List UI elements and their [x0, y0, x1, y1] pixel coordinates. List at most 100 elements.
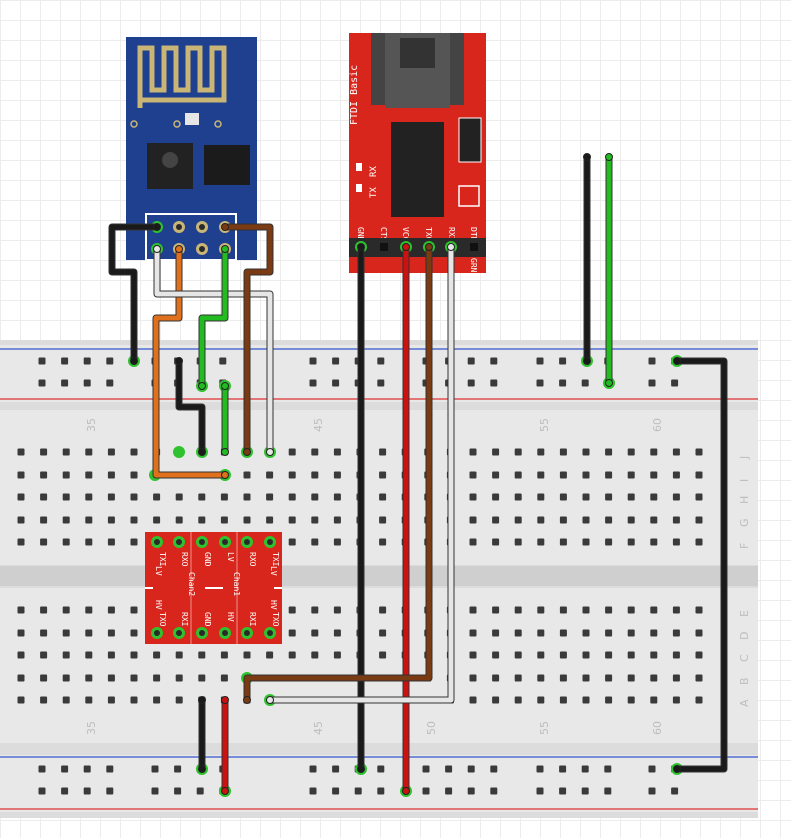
breadboard-hole [492, 471, 500, 479]
breadboard-hole [288, 651, 296, 659]
rail-hole [38, 787, 46, 795]
wire-end [175, 357, 183, 365]
breadboard-hole [605, 516, 613, 524]
rail-hole [332, 357, 340, 365]
ftdi-led-icon [356, 163, 362, 171]
breadboard-hole [62, 538, 70, 546]
breadboard-hole [605, 629, 613, 637]
breadboard-hole [514, 674, 522, 682]
breadboard-hole [379, 471, 387, 479]
ls-bottom-label: RXI [248, 612, 257, 627]
breadboard-hole [288, 493, 296, 501]
rail-hole [377, 765, 385, 773]
breadboard-hole [266, 493, 274, 501]
rail-hole [467, 379, 475, 387]
ftdi-pin-label: GND [356, 227, 365, 242]
ftdi-pin-label: CTS [379, 227, 388, 242]
breadboard-hole [469, 516, 477, 524]
breadboard-hole [333, 516, 341, 524]
brown-wire [244, 244, 432, 703]
breadboard-hole [582, 448, 590, 456]
breadboard-hole [17, 606, 25, 614]
breadboard-hole [85, 629, 93, 637]
breadboard-hole [537, 674, 545, 682]
rail-hole [83, 787, 91, 795]
breadboard-hole [40, 696, 48, 704]
breadboard-hole [514, 629, 522, 637]
breadboard-hole [559, 516, 567, 524]
breadboard-hole [333, 493, 341, 501]
rail-hole [38, 379, 46, 387]
breadboard-hole [198, 493, 206, 501]
breadboard-hole [492, 696, 500, 704]
breadboard-hole [130, 471, 138, 479]
breadboard-hole [650, 516, 658, 524]
breadboard-hole [85, 516, 93, 524]
ls-bottom-label: HV [226, 612, 235, 622]
black-wire [109, 224, 160, 364]
col-number: 35 [85, 721, 98, 735]
rail-hole [332, 787, 340, 795]
wire-end [243, 696, 251, 704]
breadboard: 35 45 55 60 35 45 50 55 60 J I H G F E D… [0, 340, 758, 818]
breadboard-hole [695, 629, 703, 637]
wire-end [583, 153, 591, 161]
wire-end [266, 696, 274, 704]
rail-hole [61, 357, 69, 365]
wire-end [175, 245, 183, 253]
rail-hole [106, 379, 114, 387]
col-number: 45 [312, 721, 325, 735]
usb-connector-side-icon [450, 33, 464, 105]
breadboard-hole [175, 674, 183, 682]
breadboard-hole [650, 629, 658, 637]
rail-hole [445, 765, 453, 773]
breadboard-hole [492, 606, 500, 614]
rail-hole [151, 765, 159, 773]
breadboard-hole [514, 516, 522, 524]
breadboard-hole [650, 471, 658, 479]
ls-pin [199, 630, 205, 636]
breadboard-hole [220, 674, 228, 682]
breadboard-hole [695, 493, 703, 501]
breadboard-hole [333, 651, 341, 659]
rail-hole [467, 357, 475, 365]
rail-hole [61, 379, 69, 387]
breadboard-hole [379, 448, 387, 456]
breadboard-hole [627, 651, 635, 659]
row-letter: B [738, 677, 751, 685]
rail-hole [536, 379, 544, 387]
ftdi-pin [380, 243, 388, 251]
rail-hole [648, 765, 656, 773]
wire-end [198, 765, 206, 773]
breadboard-hole [85, 538, 93, 546]
rail-hole [559, 357, 567, 365]
row-letter: H [738, 496, 751, 504]
usb-port-opening-icon [400, 38, 435, 68]
ls-top-label: LV [226, 552, 235, 562]
breadboard-hole [107, 674, 115, 682]
wire-end [153, 223, 161, 231]
breadboard-hole [605, 493, 613, 501]
breadboard-hole [469, 471, 477, 479]
breadboard-hole [62, 606, 70, 614]
bottom-power-rail [0, 755, 758, 812]
rail-hole [648, 379, 656, 387]
antenna-trace-icon [137, 45, 227, 108]
breadboard-hole [605, 696, 613, 704]
breadboard-hole [40, 538, 48, 546]
rail-hole [219, 357, 227, 365]
row-letter: C [738, 654, 751, 662]
breadboard-hole [288, 606, 296, 614]
breadboard-hole [537, 493, 545, 501]
breadboard-hole [559, 651, 567, 659]
esp-via-icon [173, 120, 181, 128]
rail-hole [536, 357, 544, 365]
green-wire [199, 246, 228, 389]
breadboard-hole [266, 471, 274, 479]
breadboard-hole [672, 471, 680, 479]
breadboard-hole [107, 538, 115, 546]
rail-hole [377, 357, 385, 365]
breadboard-hole [672, 696, 680, 704]
breadboard-hole [627, 696, 635, 704]
breadboard-hole [62, 493, 70, 501]
